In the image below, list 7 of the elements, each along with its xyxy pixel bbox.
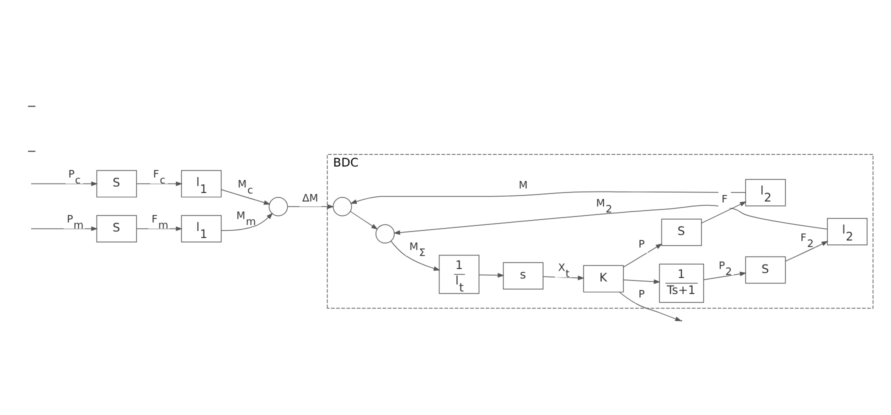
edge-label: M (518, 180, 528, 192)
edge-label: P (638, 288, 645, 301)
edge-label: ΔM (302, 192, 318, 204)
label: − (26, 144, 37, 158)
edge-label: P (638, 238, 645, 251)
edge-label: F (722, 194, 728, 206)
label: − (26, 99, 37, 113)
